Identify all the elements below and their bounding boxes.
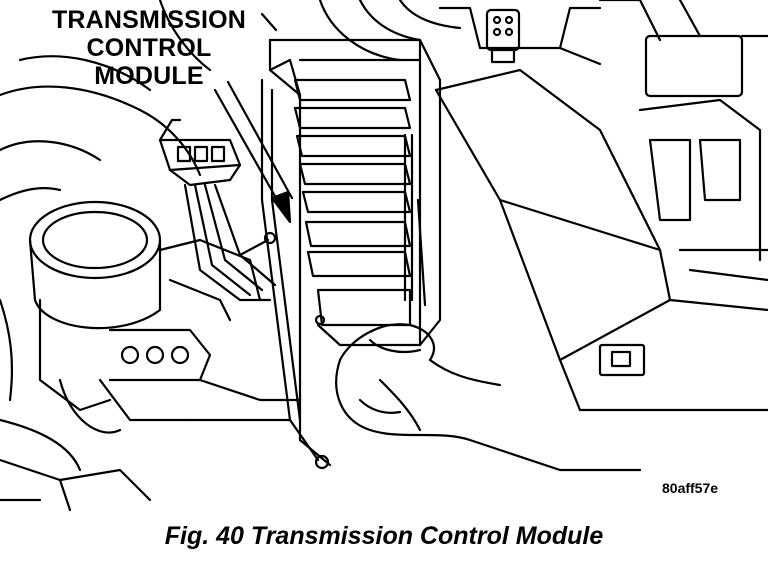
- callout-line-1: TRANSMISSION: [51, 6, 247, 34]
- tcm-module: [268, 38, 442, 467]
- callout-line-3: MODULE: [94, 62, 204, 90]
- engine-bay-background: [0, 0, 212, 512]
- callout-arrows: [213, 12, 294, 224]
- top-components: [318, 0, 768, 98]
- figure-caption: Fig. 40 Transmission Control Module: [164, 522, 604, 550]
- wire-harness-connector: [158, 118, 277, 302]
- hand: [335, 323, 642, 472]
- power-distribution-box: [434, 68, 768, 412]
- throttle-body: [28, 200, 302, 434]
- mounting-rail: [260, 78, 330, 470]
- callout-label: TRANSMISSION CONTROL MODULE: [34, 6, 264, 90]
- figure-id: 80aff57e: [662, 480, 719, 496]
- callout-line-2: CONTROL: [86, 34, 212, 62]
